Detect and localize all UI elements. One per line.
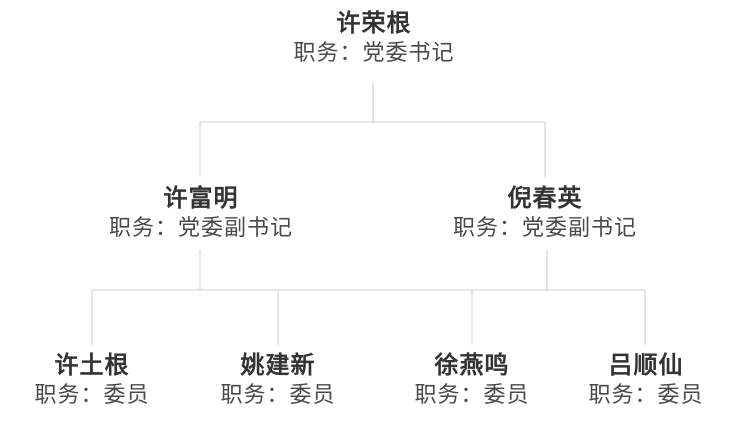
member-name: 许富明	[163, 185, 239, 212]
member-name: 许荣根	[336, 10, 412, 37]
member-title: 职务：委员	[588, 382, 704, 407]
member-title: 职务：委员	[34, 382, 150, 407]
member-name: 吕顺仙	[608, 352, 684, 379]
member-name: 徐燕鸣	[434, 352, 510, 379]
member-title: 职务：委员	[414, 382, 530, 407]
org-node-n1[interactable]: 许荣根职务：党委书记	[224, 10, 524, 68]
org-node-n7[interactable]: 吕顺仙职务：委员	[496, 352, 750, 410]
org-node-n4[interactable]: 许土根职务：委员	[0, 352, 242, 410]
member-title: 职务：党委书记	[293, 40, 455, 65]
member-name: 倪春英	[507, 185, 583, 212]
member-title: 职务：党委副书记	[108, 215, 293, 240]
org-node-n6[interactable]: 徐燕鸣职务：委员	[322, 352, 622, 410]
member-name: 许土根	[54, 352, 130, 379]
org-node-n3[interactable]: 倪春英职务：党委副书记	[395, 185, 695, 243]
member-name: 姚建新	[240, 352, 316, 379]
org-node-n2[interactable]: 许富明职务：党委副书记	[51, 185, 351, 243]
member-title: 职务：党委副书记	[452, 215, 637, 240]
org-node-n5[interactable]: 姚建新职务：委员	[128, 352, 428, 410]
member-title: 职务：委员	[220, 382, 336, 407]
